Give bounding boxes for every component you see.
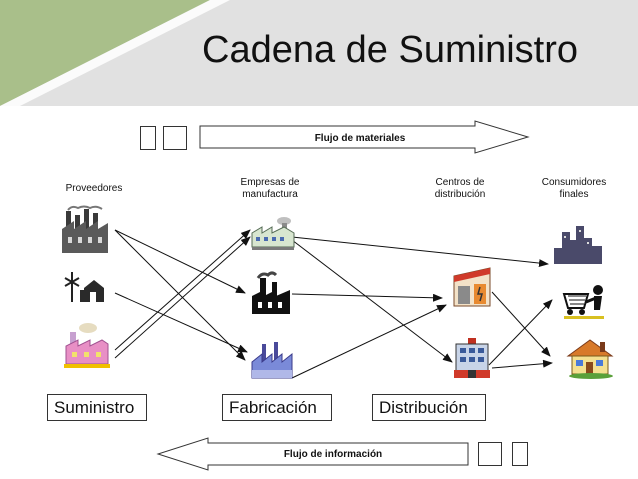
corner-decoration <box>0 0 230 106</box>
office-building-icon <box>454 338 490 378</box>
flow-line <box>291 236 549 268</box>
suppliers-label: Proveedores <box>65 183 123 194</box>
small-box <box>140 126 156 150</box>
flow-line <box>491 291 551 357</box>
flow-line <box>114 229 246 361</box>
information-flow-label: Flujo de información <box>283 449 383 460</box>
final-consumers-label: Consumidores finales <box>541 177 607 200</box>
flow-line <box>114 229 246 294</box>
material-flow-arrow <box>199 120 530 154</box>
small-box <box>512 442 528 466</box>
manufacturers-label: Empresas de manufactura <box>240 177 300 200</box>
small-box <box>478 442 502 466</box>
smokestack-factory-icon <box>62 205 108 253</box>
distribution-centers-label: Centros de distribución <box>434 177 486 200</box>
page-title: Cadena de Suministro <box>202 29 578 71</box>
flow-line <box>114 292 248 353</box>
industrial-factory-icon <box>252 271 290 314</box>
manufacturing-plant-icon <box>251 217 295 250</box>
flow-line <box>491 359 553 369</box>
house-icon <box>566 339 614 379</box>
cartoon-factory-icon <box>64 323 110 368</box>
flow-line <box>291 239 453 363</box>
farm-windmill-icon <box>64 272 104 302</box>
flow-line <box>114 236 251 359</box>
shopping-cart-icon <box>562 285 604 319</box>
storefront-icon <box>453 267 491 307</box>
flow-line <box>114 229 251 351</box>
flow-line <box>291 304 447 379</box>
stage-distribution: Distribución <box>372 394 486 421</box>
material-flow-label: Flujo de materiales <box>314 133 406 144</box>
city-skyline-icon <box>554 226 602 264</box>
stage-supply: Suministro <box>47 394 147 421</box>
flow-line <box>291 293 443 302</box>
flow-line <box>488 299 553 366</box>
sawtooth-factory-icon <box>251 342 293 379</box>
information-flow-arrow <box>156 437 469 471</box>
stage-manufacturing: Fabricación <box>222 394 332 421</box>
small-box <box>163 126 187 150</box>
